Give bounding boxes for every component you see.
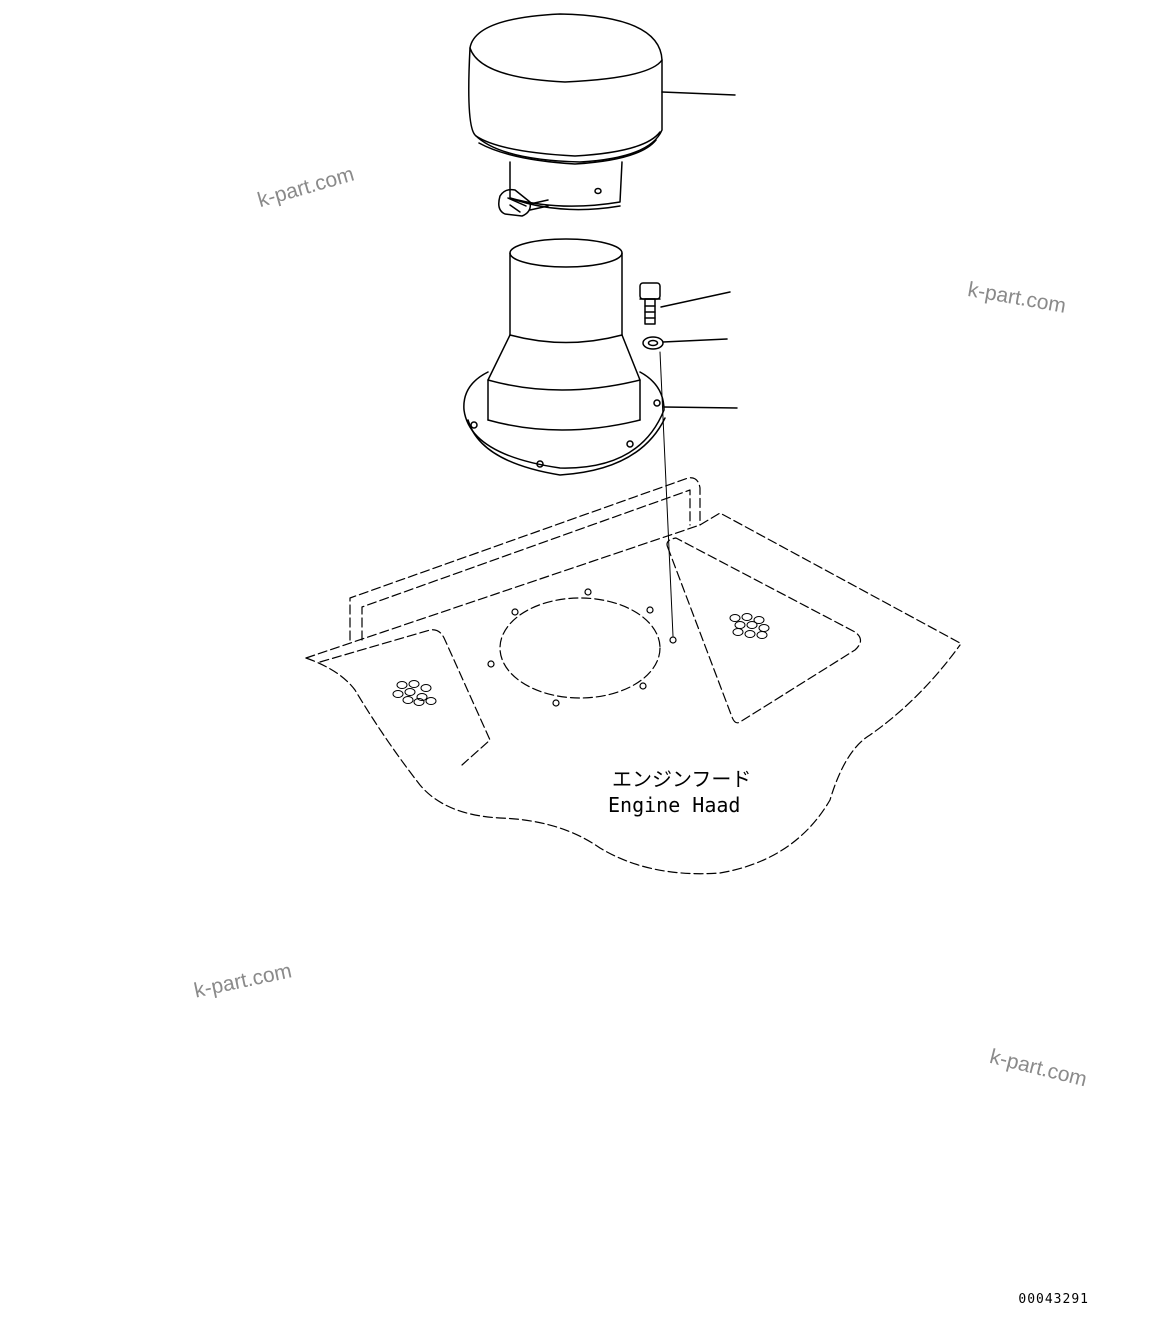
washer [642,336,728,350]
engine-hood-label-jp: エンジンフード [612,767,751,791]
engine-hood-label-en: Engine Haad [608,793,740,817]
left-vent-holes [392,680,437,706]
assembly-centerline [659,351,674,637]
precleaner-cap [468,13,736,217]
stack-pipe [463,238,738,476]
engine-hood-opening [487,588,677,707]
mounting-bolt [639,282,731,325]
engine-hood-outline [305,477,961,875]
document-id: 00043291 [1018,1292,1089,1307]
right-vent-holes [729,613,770,639]
